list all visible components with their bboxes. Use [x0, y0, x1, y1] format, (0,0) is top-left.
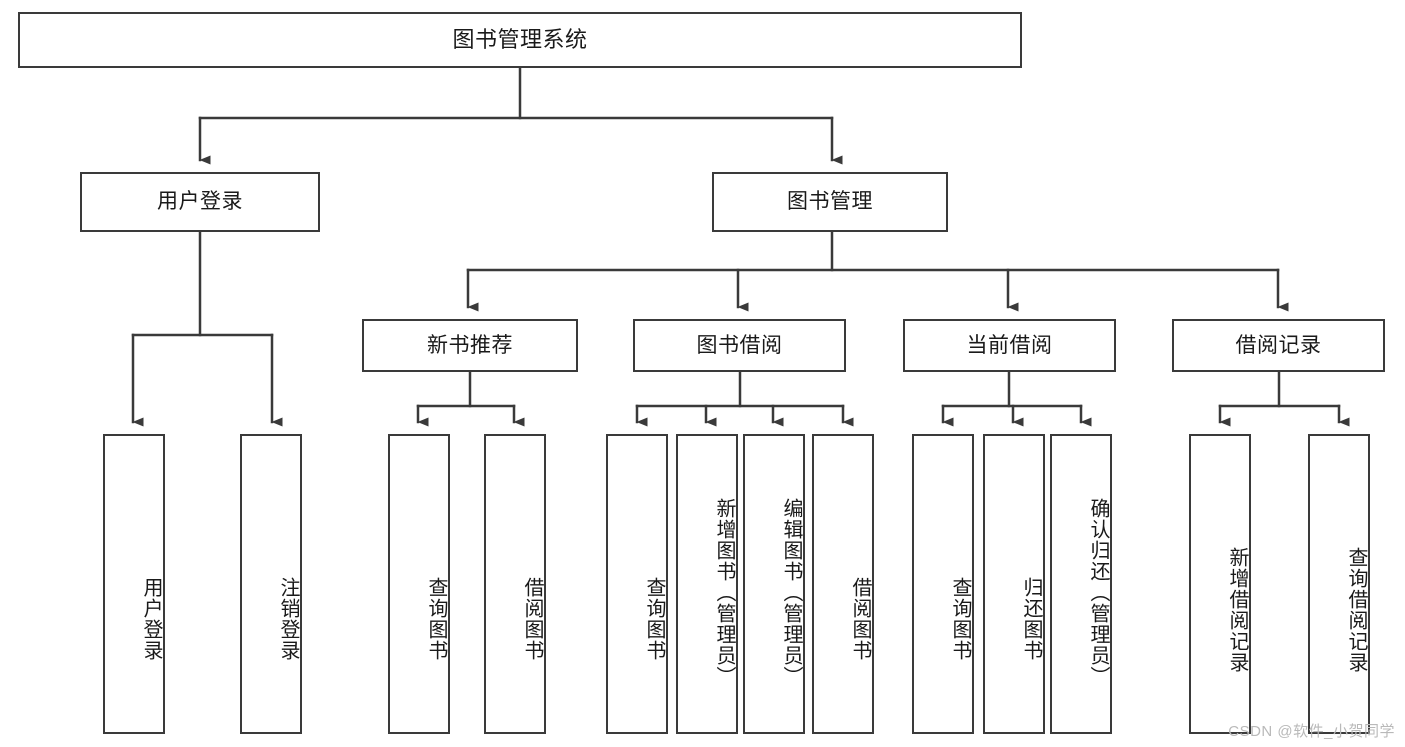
leaf-node-label: 查询图书: [643, 577, 665, 661]
leaf-node[interactable]: 查询借阅记录: [1308, 434, 1370, 734]
node-root-label: 图书管理系统: [452, 26, 588, 52]
leaf-node[interactable]: 新增借阅记录: [1189, 434, 1251, 734]
leaf-node[interactable]: 查询图书: [606, 434, 668, 734]
leaf-node[interactable]: 用户登录: [103, 434, 165, 734]
leaf-node-label: 用户登录: [140, 577, 162, 661]
leaf-node-label: 查询借阅记录: [1345, 547, 1367, 673]
leaf-node-label: 查询图书: [949, 577, 971, 661]
leaf-node[interactable]: 编辑图书（管理员）: [743, 434, 805, 734]
leaf-node-label: 借阅图书: [849, 577, 871, 661]
node-current-borrow[interactable]: 当前借阅: [903, 319, 1116, 372]
leaf-node-label: 查询图书: [425, 577, 447, 661]
leaf-node[interactable]: 借阅图书: [812, 434, 874, 734]
leaf-node-label: 新增借阅记录: [1226, 547, 1248, 673]
leaf-node[interactable]: 查询图书: [388, 434, 450, 734]
node-current-borrow-label: 当前借阅: [966, 333, 1053, 357]
node-book-management[interactable]: 图书管理: [712, 172, 948, 232]
leaf-node[interactable]: 查询图书: [912, 434, 974, 734]
node-book-management-label: 图书管理: [787, 190, 873, 214]
leaf-node-label: 新增图书（管理员）: [713, 497, 735, 687]
node-user-login[interactable]: 用户登录: [80, 172, 320, 232]
node-root-system[interactable]: 图书管理系统: [18, 12, 1022, 68]
leaf-node-label: 编辑图书（管理员）: [780, 497, 802, 687]
node-new-book-recommend-label: 新书推荐: [427, 333, 513, 357]
leaf-node[interactable]: 新增图书（管理员）: [676, 434, 738, 734]
leaf-node-label: 借阅图书: [521, 577, 543, 661]
node-new-book-recommend[interactable]: 新书推荐: [362, 319, 578, 372]
leaf-node[interactable]: 归还图书: [983, 434, 1045, 734]
node-book-borrow[interactable]: 图书借阅: [633, 319, 846, 372]
node-borrow-record-label: 借阅记录: [1235, 333, 1322, 357]
leaf-node-label: 归还图书: [1020, 577, 1042, 661]
leaf-node[interactable]: 借阅图书: [484, 434, 546, 734]
csdn-watermark: CSDN @软件_小贺同学: [1228, 723, 1395, 740]
node-borrow-record[interactable]: 借阅记录: [1172, 319, 1385, 372]
leaf-node-label: 注销登录: [277, 577, 299, 661]
leaf-node[interactable]: 确认归还（管理员）: [1050, 434, 1112, 734]
leaf-node[interactable]: 注销登录: [240, 434, 302, 734]
node-user-login-label: 用户登录: [157, 190, 243, 214]
node-book-borrow-label: 图书借阅: [696, 333, 783, 357]
leaf-node-label: 确认归还（管理员）: [1087, 497, 1109, 687]
